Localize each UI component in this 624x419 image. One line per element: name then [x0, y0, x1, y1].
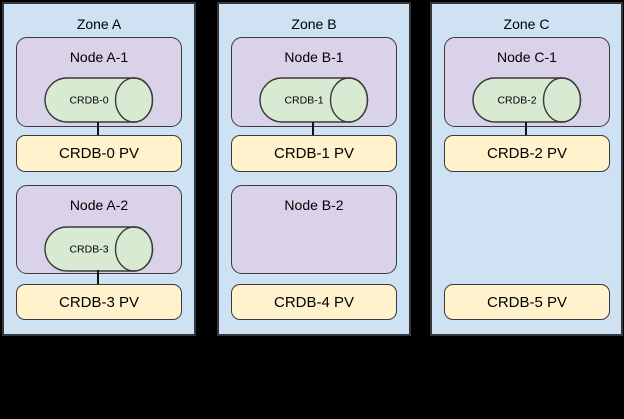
connector-line: [525, 122, 527, 135]
node-box-a2: Node A-2 CRDB-3: [16, 185, 182, 274]
node-label: Node A-2: [69, 197, 129, 213]
node-box-c1: Node C-1 CRDB-2: [444, 37, 610, 127]
zone-panel-a: Zone A Node A-1 CRDB-0 CRDB-0 PV Node A-…: [2, 2, 196, 336]
pod-label: CRDB-1: [284, 95, 323, 107]
pod-label: CRDB-2: [497, 95, 536, 107]
zone-title: Zone C: [503, 16, 550, 32]
zone-title: Zone A: [76, 16, 122, 32]
node-label: Node B-1: [284, 49, 344, 65]
pv-label: CRDB-2 PV: [486, 145, 568, 162]
crdb-pod-cylinder-icon: CRDB-2: [472, 77, 582, 123]
pv-box: CRDB-2 PV: [444, 135, 610, 172]
crdb-pod-cylinder-icon: CRDB-0: [44, 77, 154, 123]
node-label: Node C-1: [497, 49, 557, 65]
node-label: Node A-1: [69, 49, 129, 65]
node-box-a1: Node A-1 CRDB-0: [16, 37, 182, 127]
connector-line: [97, 270, 99, 284]
pv-label: CRDB-3 PV: [58, 293, 140, 311]
pod-label: CRDB-3: [69, 244, 108, 256]
pv-box: CRDB-4 PV: [231, 284, 397, 320]
pod-label: CRDB-0: [69, 95, 108, 107]
pv-label: CRDB-1 PV: [273, 145, 355, 162]
pv-box: CRDB-0 PV: [16, 135, 182, 172]
node-box-b1: Node B-1 CRDB-1: [231, 37, 397, 127]
pv-label: CRDB-4 PV: [273, 293, 355, 311]
pv-label: CRDB-0 PV: [58, 145, 140, 162]
pv-box: CRDB-5 PV: [444, 284, 610, 320]
zone-panel-b: Zone B Node B-1 CRDB-1 CRDB-1 PV Node B-…: [217, 2, 411, 336]
connector-line: [312, 122, 314, 135]
node-box-b2-empty: Node B-2: [231, 185, 397, 274]
zone-panel-c: Zone C Node C-1 CRDB-2 CRDB-2 PV CRDB-5 …: [430, 2, 623, 336]
zone-title: Zone B: [291, 16, 337, 32]
crdb-pod-cylinder-icon: CRDB-1: [259, 77, 369, 123]
connector-line: [97, 122, 99, 135]
pv-label: CRDB-5 PV: [486, 293, 568, 311]
pv-box: CRDB-1 PV: [231, 135, 397, 172]
node-label: Node B-2: [284, 197, 344, 213]
crdb-pod-cylinder-icon: CRDB-3: [44, 226, 154, 272]
pv-box: CRDB-3 PV: [16, 284, 182, 320]
